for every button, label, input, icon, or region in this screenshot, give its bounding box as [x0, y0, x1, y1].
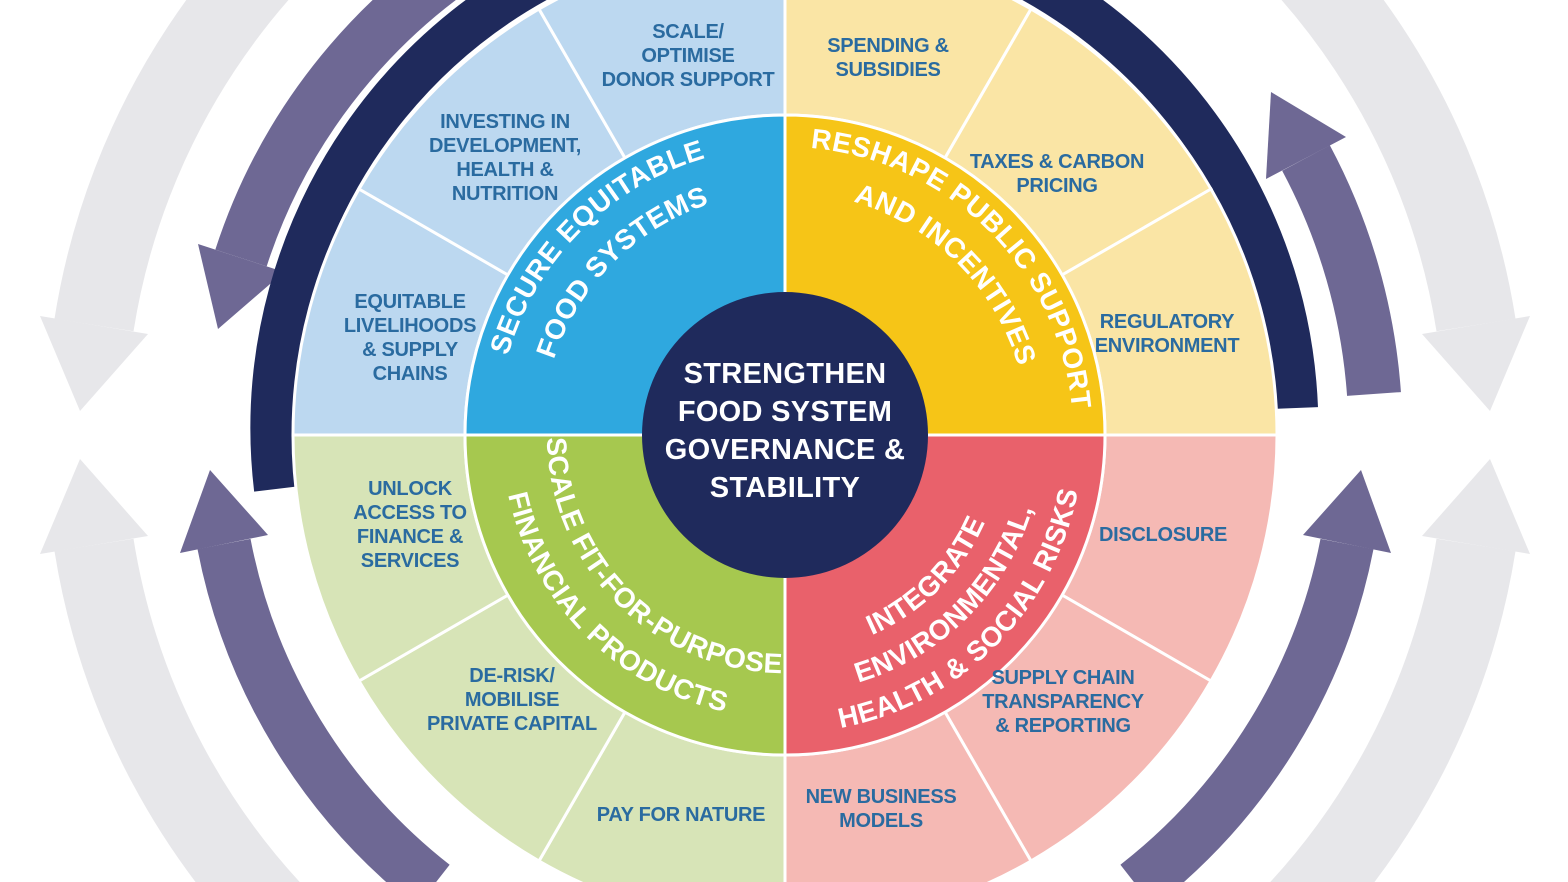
label-unlock-4: SERVICES — [361, 550, 459, 572]
label-unlock-1: UNLOCK — [368, 478, 453, 500]
gray-arc-top-right — [1281, 0, 1516, 332]
purple-arc-bottom-right — [1120, 538, 1374, 882]
label-equitable-livelihoods-1: EQUITABLE — [354, 291, 465, 313]
outer-ring-segments — [291, 0, 1279, 882]
label-unlock-3: FINANCE & — [357, 526, 463, 548]
gray-arc-bottom-left — [54, 538, 300, 882]
label-taxes-1: TAXES & CARBON — [970, 151, 1144, 173]
label-derisk-2: MOBILISE — [465, 689, 559, 711]
label-supply-chain-2: TRANSPARENCY — [982, 691, 1145, 713]
purple-cycle-arcs — [180, 0, 1401, 882]
center-line-2: FOOD SYSTEM — [678, 396, 892, 428]
center-text: STRENGTHEN FOOD SYSTEM GOVERNANCE & STAB… — [665, 358, 905, 504]
label-investing-4: NUTRITION — [452, 183, 558, 205]
label-regulatory-1: REGULATORY — [1100, 311, 1235, 333]
label-investing-3: HEALTH & — [456, 159, 553, 181]
label-equitable-livelihoods-3: & SUPPLY — [362, 339, 459, 361]
label-donor-support-2: OPTIMISE — [641, 45, 734, 67]
gray-arrow-down-right-icon — [1422, 316, 1530, 411]
label-supply-chain-1: SUPPLY CHAIN — [991, 667, 1134, 689]
gray-arrow-down-left-icon — [40, 316, 148, 411]
center-line-4: STABILITY — [710, 472, 860, 504]
label-disclosure: DISCLOSURE — [1099, 524, 1227, 546]
navy-top-arc — [250, 0, 1318, 492]
label-equitable-livelihoods-2: LIVELIHOODS — [344, 315, 476, 337]
center-line-3: GOVERNANCE & — [665, 434, 905, 466]
segment-labels: EQUITABLE LIVELIHOODS & SUPPLY CHAINS IN… — [344, 21, 1240, 832]
label-equitable-livelihoods-4: CHAINS — [373, 363, 448, 385]
center-circle — [642, 292, 928, 578]
gray-arc-bottom-right — [1270, 538, 1516, 882]
label-investing-2: DEVELOPMENT, — [429, 135, 581, 157]
label-new-business-2: MODELS — [839, 810, 923, 832]
purple-arrow-up-right-icon — [1303, 470, 1391, 553]
center-line-1: STRENGTHEN — [684, 358, 887, 390]
purple-arc-top-left — [215, 0, 457, 267]
label-spending-2: SUBSIDIES — [835, 59, 940, 81]
label-derisk-3: PRIVATE CAPITAL — [427, 713, 597, 735]
label-new-business-1: NEW BUSINESS — [806, 786, 957, 808]
label-regulatory-2: ENVIRONMENT — [1095, 335, 1240, 357]
label-derisk-1: DE-RISK/ — [469, 665, 555, 687]
label-donor-support-3: DONOR SUPPORT — [602, 69, 775, 91]
label-taxes-2: PRICING — [1016, 175, 1097, 197]
purple-arc-bottom-left — [197, 538, 450, 882]
gray-arc-top-left — [54, 0, 289, 332]
gray-arrow-up-left-icon — [40, 459, 148, 554]
label-unlock-2: ACCESS TO — [353, 502, 467, 524]
label-spending-1: SPENDING & — [827, 35, 948, 57]
label-investing-1: INVESTING IN — [440, 111, 570, 133]
purple-arrow-down-left-icon — [198, 244, 284, 329]
purple-arrow-up-left-icon — [180, 470, 268, 553]
purple-arc-top-right — [1282, 145, 1401, 397]
purple-arrow-up-top-right-icon — [1266, 92, 1346, 179]
gray-cycle-arcs — [40, 0, 1530, 882]
label-supply-chain-3: & REPORTING — [995, 715, 1131, 737]
label-pay-for-nature: PAY FOR NATURE — [597, 804, 765, 826]
gray-arrow-up-right-icon — [1422, 459, 1530, 554]
label-donor-support-1: SCALE/ — [652, 21, 724, 43]
